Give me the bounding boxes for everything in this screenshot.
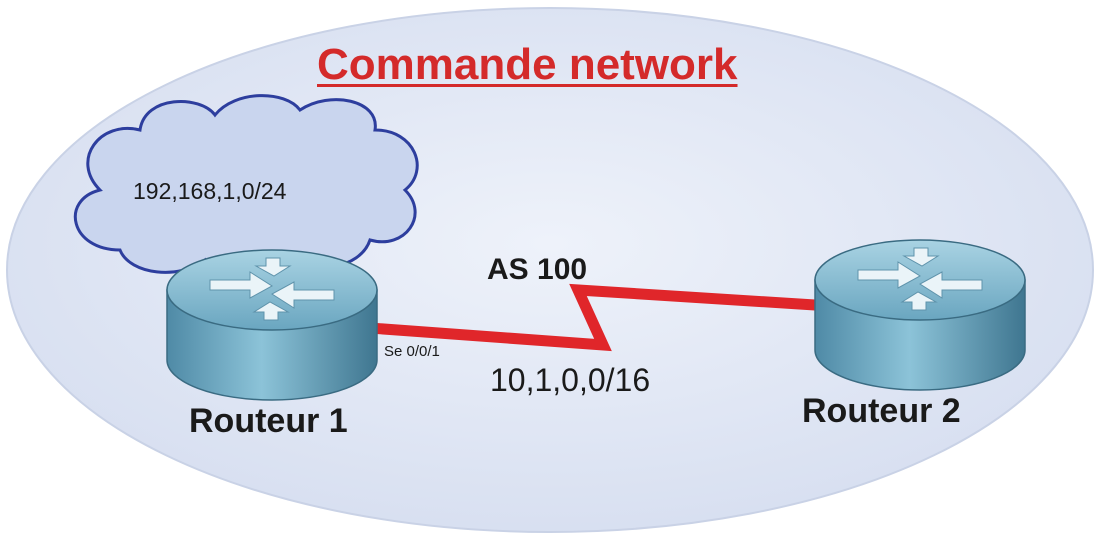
diagram-title: Commande network [317, 40, 738, 89]
router-1-icon [166, 249, 378, 401]
link-network-label: 10,1,0,0/16 [490, 362, 651, 398]
cloud-network-label: 192,168,1,0/24 [133, 178, 287, 204]
router-2-icon [814, 239, 1026, 391]
serial-link-line [369, 283, 816, 352]
router-2-label: Routeur 2 [802, 392, 961, 430]
interface-label: Se 0/0/1 [384, 343, 440, 360]
as-label: AS 100 [487, 253, 588, 286]
router-1-label: Routeur 1 [189, 402, 348, 440]
